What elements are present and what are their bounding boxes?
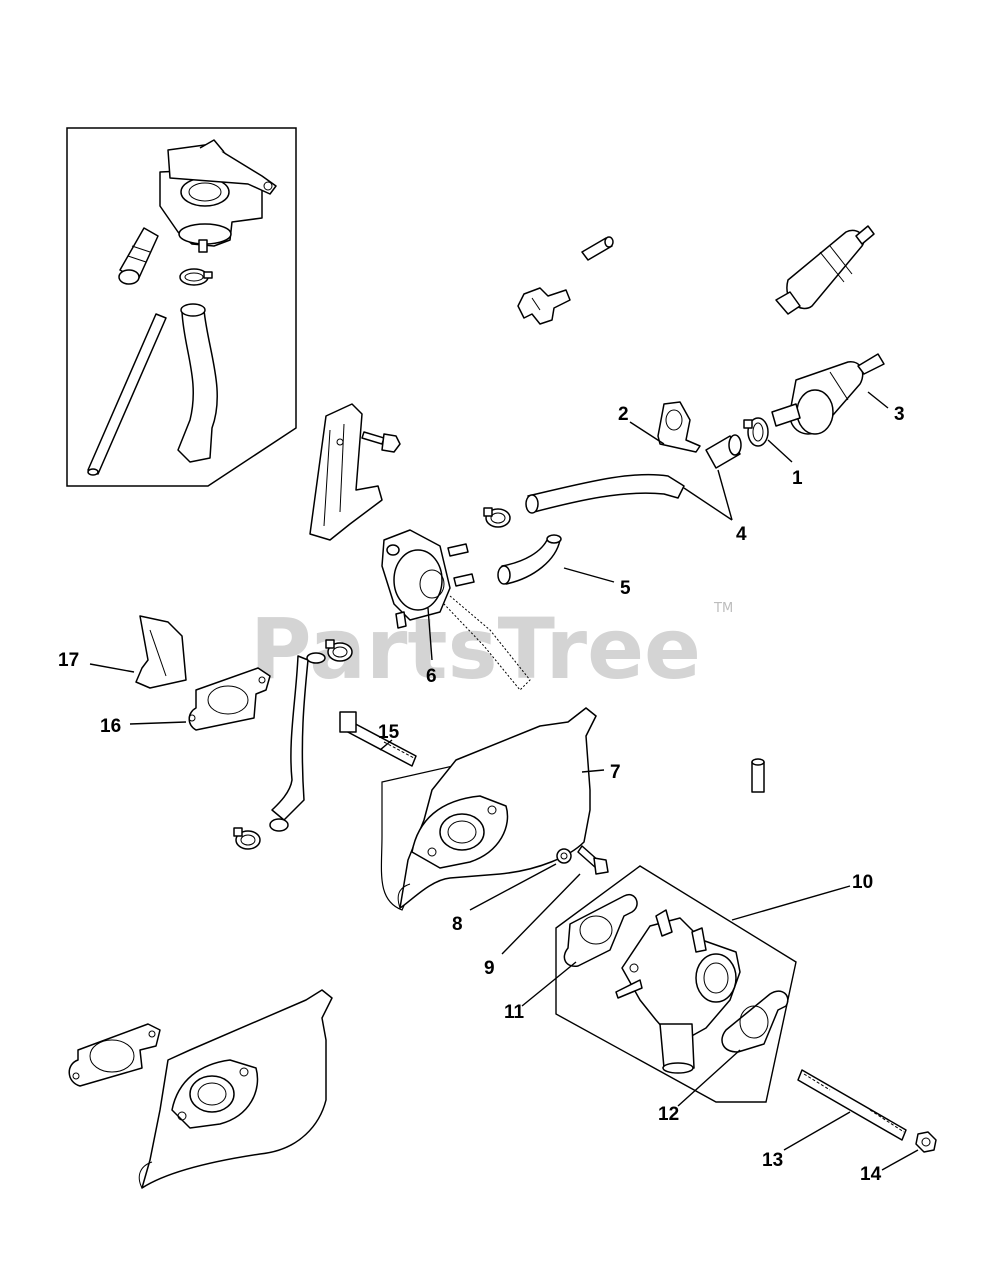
callout-numbers: 1 2 3 4 5 6 7 8 9 10 11 12 13 14 15 16 1… — [58, 404, 905, 1185]
callout-14: 14 — [860, 1164, 882, 1185]
callout-11: 11 — [504, 1002, 525, 1023]
callout-12: 12 — [658, 1104, 679, 1125]
long-stud-13-icon — [797, 1069, 907, 1141]
carburetor-gasket-12-icon — [721, 990, 789, 1053]
alt-fuel-filter-icon — [775, 225, 875, 315]
bracket-bolt-icon — [361, 431, 401, 453]
hose-clamp-lower-icon — [233, 827, 261, 850]
inset-alt-fuel-pump-box — [66, 127, 297, 487]
fuel-hose-5-icon — [497, 534, 562, 585]
callout-17: 17 — [58, 650, 79, 671]
hose-clamp-upper-icon — [325, 639, 353, 662]
callout-13: 13 — [762, 1150, 783, 1171]
alt-intake-manifold-icon — [138, 989, 333, 1189]
callout-9: 9 — [484, 958, 495, 979]
intake-gasket-icon — [188, 667, 271, 731]
carburetor-bolt-icon — [577, 845, 609, 875]
fitting-bracket-icon — [517, 287, 571, 325]
hex-nut-14-icon — [915, 1131, 937, 1153]
callout-6: 6 — [426, 666, 437, 687]
carburetor-icon — [615, 909, 741, 1074]
callout-2: 2 — [618, 404, 629, 425]
heat-shield-clip-icon — [135, 615, 187, 689]
trademark-mark: TM — [713, 601, 733, 616]
intake-heat-shield-icon — [380, 707, 597, 911]
carburetor-gasket-11-icon — [563, 893, 638, 967]
callout-16: 16 — [100, 716, 121, 737]
inset-hose-icon — [177, 303, 218, 463]
inset-fuel-line-icon — [87, 313, 167, 476]
partstree-watermark: PartsTree — [250, 600, 701, 698]
callout-7: 7 — [610, 762, 621, 783]
callout-1: 1 — [792, 468, 803, 489]
callout-15: 15 — [378, 722, 400, 743]
callout-4: 4 — [736, 524, 747, 545]
fuel-hose-4-icon — [525, 473, 685, 514]
inset-fuel-pump-icon — [159, 139, 277, 253]
pump-mounting-bracket-icon — [309, 403, 383, 541]
fuel-hose-long-icon — [269, 652, 326, 832]
alt-gasket-icon — [68, 1023, 161, 1087]
small-pin-icon — [581, 236, 614, 261]
mounting-stud-icon — [339, 711, 417, 767]
callout-3: 3 — [894, 404, 905, 425]
inset-filter-icon — [118, 227, 159, 285]
inset-clamp-icon — [179, 268, 213, 286]
leader-lines — [89, 391, 919, 1171]
fuel-pump-icon — [381, 529, 531, 691]
pump-hose-clamp-icon — [483, 507, 511, 528]
fuel-filter-icon — [771, 353, 885, 435]
hose-bracket-clip-icon — [657, 401, 701, 453]
hose-sleeve-icon — [705, 434, 742, 469]
carburetor-kit-box — [555, 865, 797, 1103]
hose-clamp-1-icon — [743, 417, 769, 447]
washer-icon — [556, 848, 572, 864]
dowel-pin-icon — [751, 758, 765, 793]
callout-5: 5 — [620, 578, 631, 599]
callout-8: 8 — [452, 914, 463, 935]
callout-10: 10 — [852, 872, 873, 893]
